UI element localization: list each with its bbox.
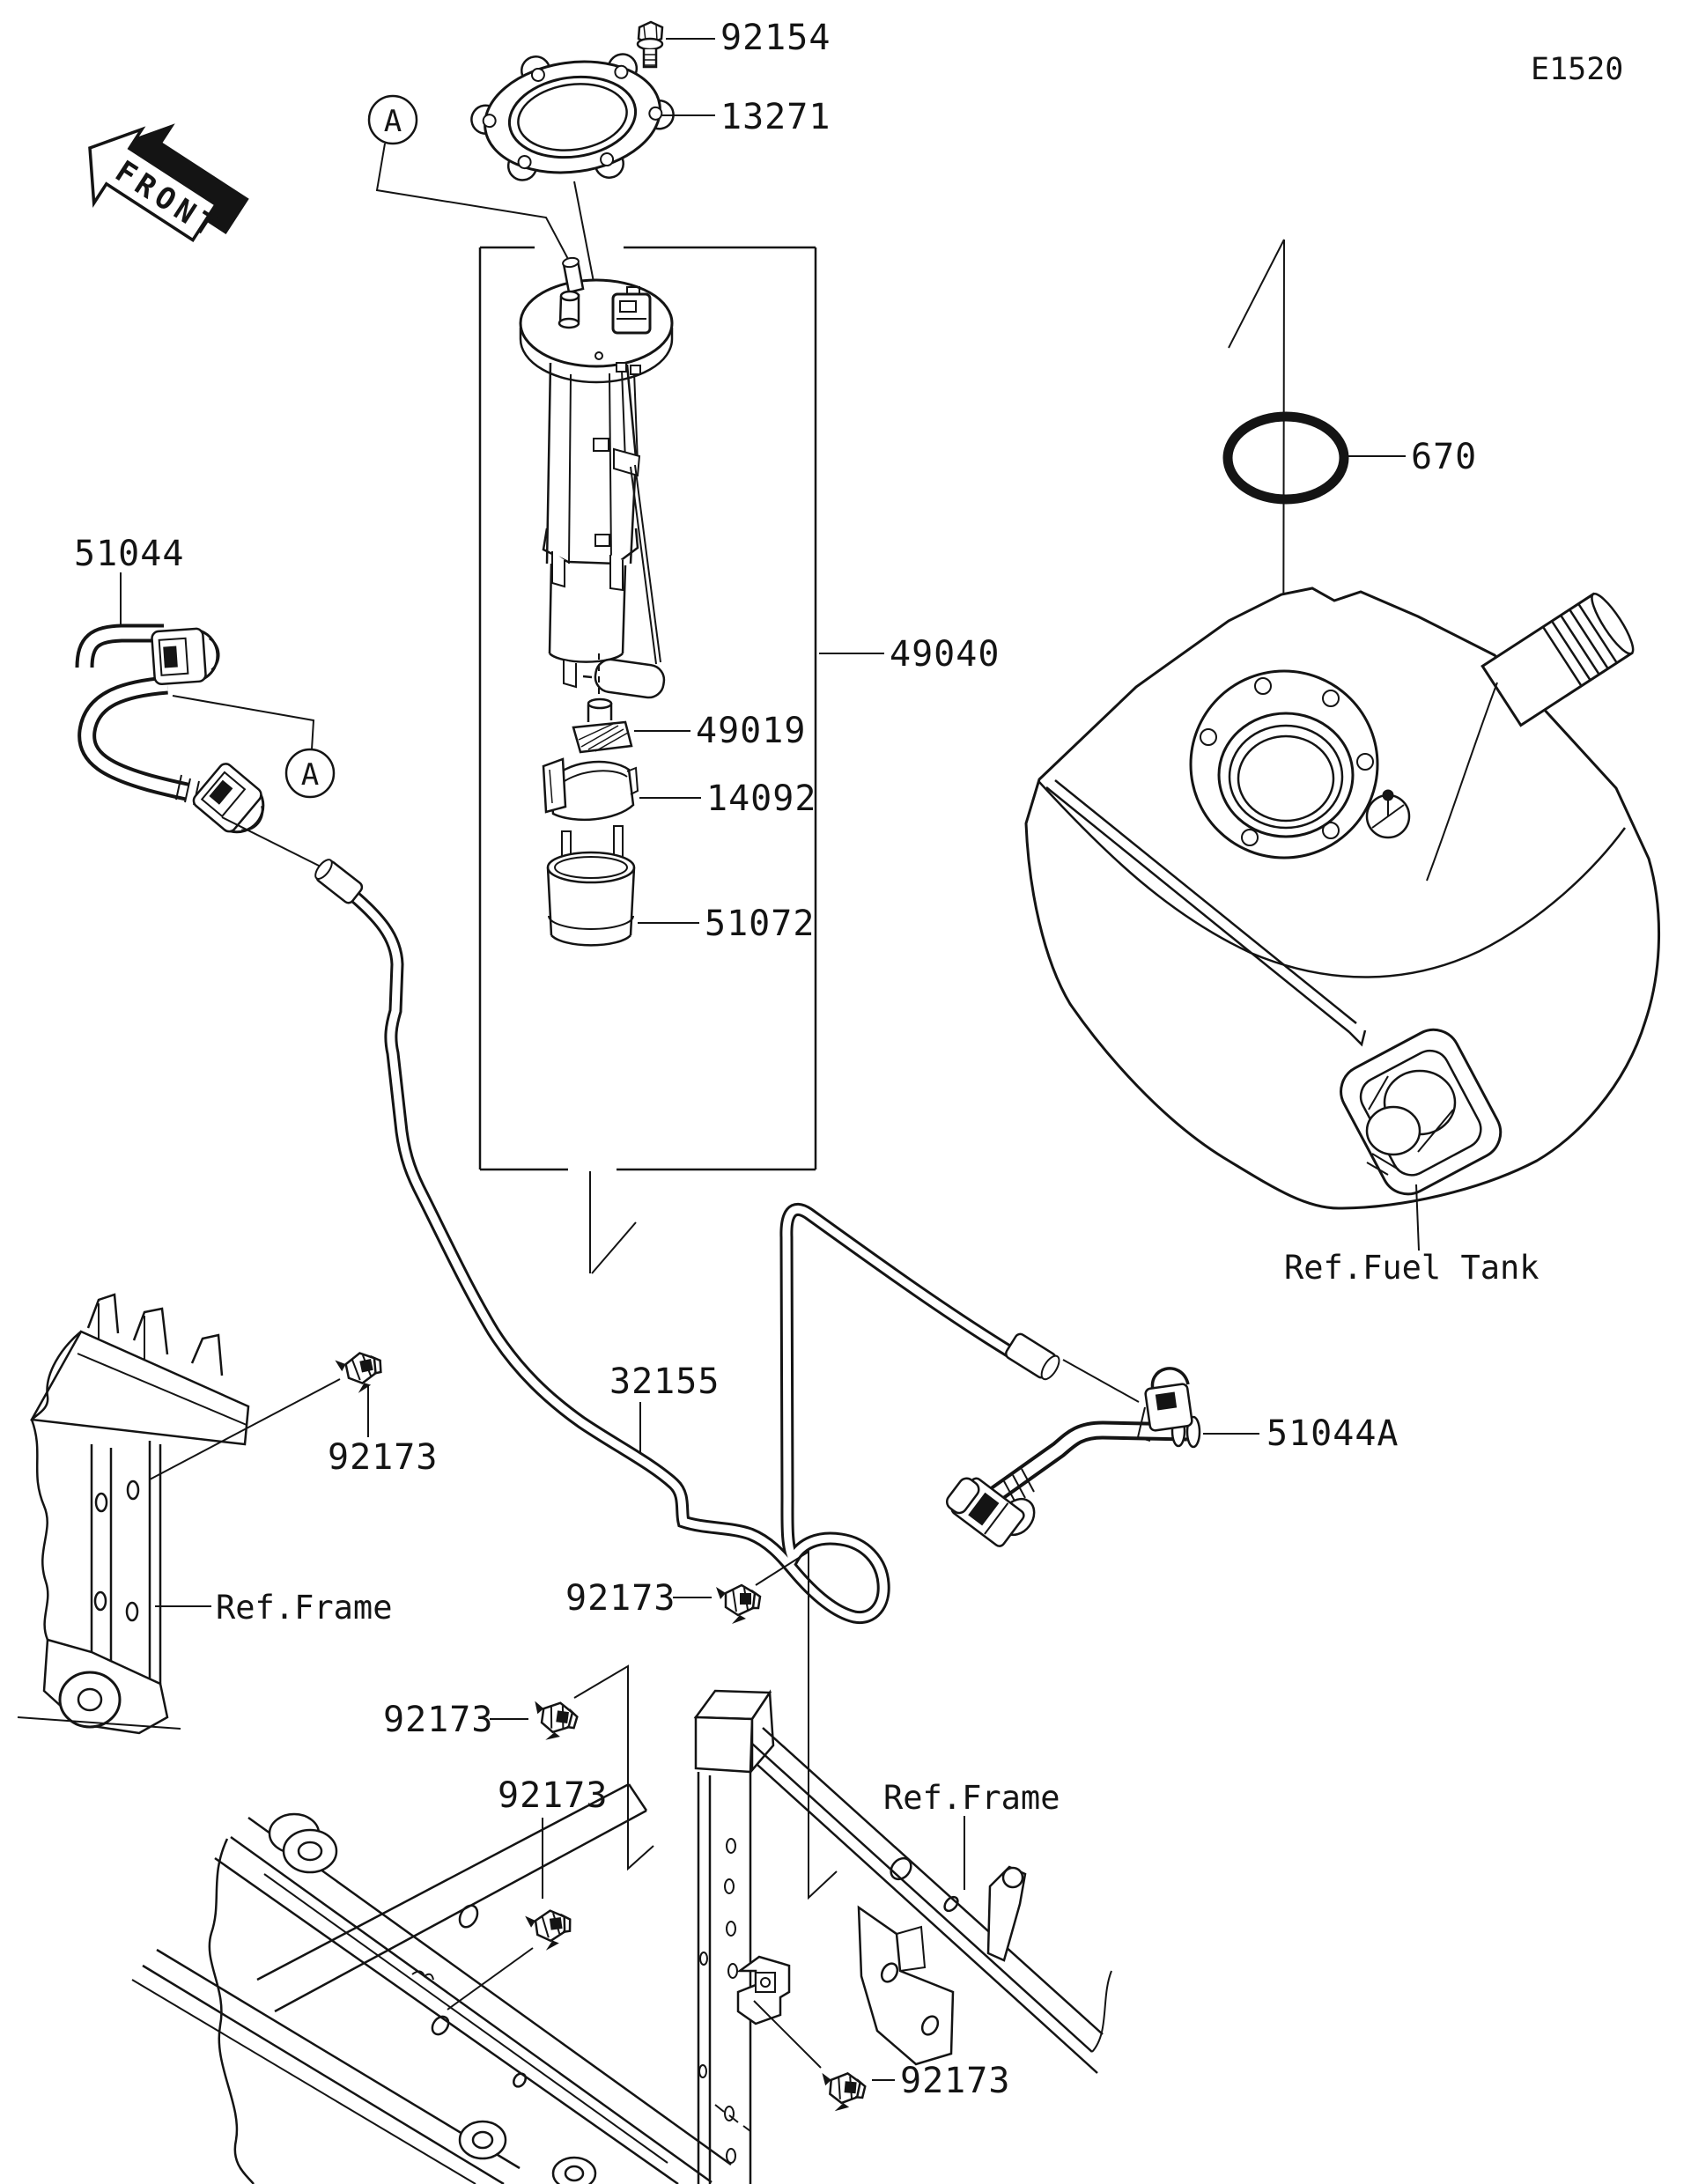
- leader-ref-fuel-tank: [1415, 1184, 1420, 1251]
- tank-seam-rail: [1045, 779, 1367, 1047]
- float-drawing: [594, 658, 666, 699]
- front-arrow: FRONT: [88, 123, 249, 247]
- page-code: E1520: [1531, 52, 1623, 87]
- label-holder-clamp: 14092: [706, 778, 816, 819]
- label-hose-front: 51044: [74, 534, 184, 574]
- label-clip-2: 92173: [565, 1578, 676, 1619]
- strainer-drawing: [572, 697, 633, 754]
- label-gasket: 13271: [720, 97, 831, 137]
- label-ref-frame-right: Ref.Frame: [883, 1779, 1060, 1817]
- detail-a-hose-label: A: [301, 757, 319, 793]
- pipe-32155-drawing: [314, 859, 1140, 1625]
- hose-51044-drawing: [75, 623, 336, 874]
- fuel-pump-drawing: [519, 256, 674, 699]
- label-pump-cup: 51072: [705, 904, 815, 944]
- quick-connector: [945, 1477, 1036, 1547]
- quick-connector: [189, 759, 277, 845]
- leader-detail-a-top: [375, 143, 570, 262]
- gasket-drawing: [470, 53, 675, 181]
- fuel-pump-box: [478, 246, 817, 1171]
- label-oring: 670: [1411, 437, 1477, 477]
- label-clip-4: 92173: [498, 1775, 608, 1816]
- front-arrow-face: [88, 126, 218, 242]
- label-clip-5: 92173: [900, 2061, 1010, 2101]
- assembly-pointer: [589, 1171, 637, 1274]
- quick-connector: [1136, 1367, 1193, 1442]
- bolt-drawing: [636, 20, 664, 69]
- label-strainer: 49019: [696, 711, 806, 751]
- clamp-drawing: [542, 757, 639, 822]
- float-arm: [630, 464, 661, 665]
- label-clip-1: 92173: [328, 1437, 438, 1478]
- pipe-ferrule: [1005, 1332, 1060, 1381]
- detail-a-marker-hose: A: [284, 748, 336, 799]
- clip-label-leaders: [367, 1384, 895, 2081]
- tank-opening-flange: [1189, 669, 1379, 860]
- filler-neck: [1481, 592, 1635, 727]
- label-fuel-pipe: 32155: [609, 1361, 720, 1402]
- quick-connector: [150, 625, 222, 686]
- clip-92173-4: [523, 1907, 575, 1954]
- detail-a-marker-top: A: [367, 94, 418, 145]
- clip-92173-1: [333, 1347, 388, 1398]
- hose-to-pipe-line: [221, 816, 336, 874]
- clip-92173-5: [817, 2070, 868, 2115]
- detail-a-top-label: A: [384, 104, 402, 139]
- label-clip-3: 92173: [383, 1700, 493, 1740]
- fuel-tank-drawing: [1024, 587, 1660, 1210]
- clip-92173-3: [528, 1698, 580, 1745]
- label-ref-frame-left: Ref.Frame: [216, 1589, 392, 1627]
- oring-drawing: [1222, 411, 1349, 505]
- cup-drawing: [546, 825, 636, 947]
- clip-mount-pointers: [149, 1378, 838, 2069]
- front-arrow-shadow: [122, 123, 249, 234]
- clip-92173-2: [714, 1583, 762, 1626]
- pipe-to-hose-line: [1062, 1359, 1140, 1403]
- label-pump-assembly: 49040: [890, 634, 1000, 675]
- label-bolt: 92154: [720, 18, 831, 58]
- pipe-end-sleeve: [314, 859, 364, 904]
- label-ref-fuel-tank: Ref.Fuel Tank: [1284, 1249, 1540, 1287]
- breather-cap: [1365, 789, 1411, 839]
- bottom-frame-drawing: [131, 1689, 1112, 2184]
- left-frame-drawing: [17, 1293, 250, 1735]
- gasket-assembly-line: [573, 181, 594, 283]
- hose-51044a-drawing: [945, 1367, 1201, 1547]
- leader-detail-a-hose: [172, 695, 315, 750]
- label-hose-rear: 51044A: [1266, 1413, 1399, 1454]
